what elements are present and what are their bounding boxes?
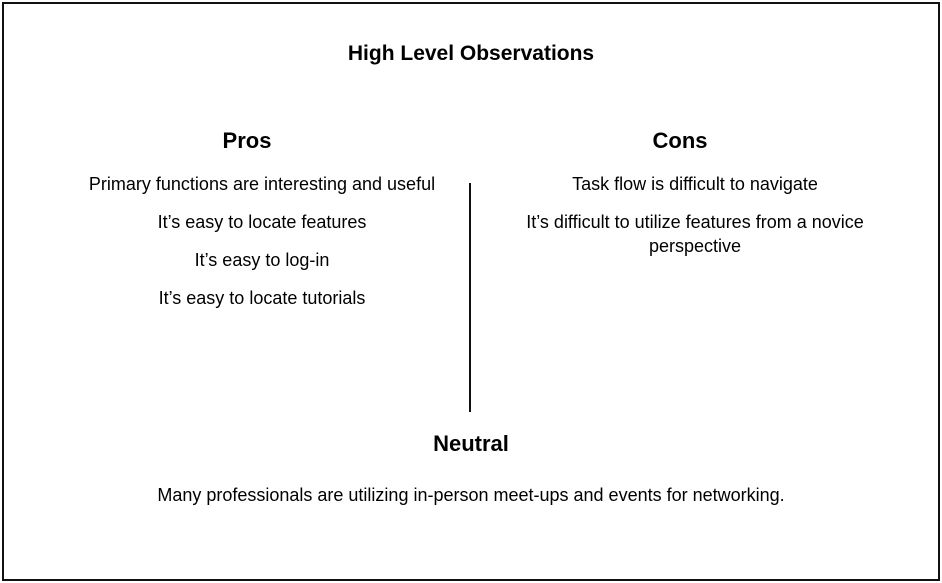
- column-divider: [469, 183, 471, 412]
- pros-list: Primary functions are interesting and us…: [58, 172, 466, 324]
- diagram-title: High Level Observations: [347, 42, 595, 65]
- cons-heading: Cons: [652, 128, 708, 153]
- pros-heading: Pros: [222, 128, 272, 153]
- neutral-text: Many professionals are utilizing in-pers…: [157, 485, 785, 505]
- pros-item: Primary functions are interesting and us…: [88, 174, 436, 194]
- pros-item: It’s easy to locate tutorials: [158, 288, 366, 308]
- cons-list: Task flow is difficult to navigate It’s …: [500, 172, 890, 272]
- pros-item: It’s easy to locate features: [157, 212, 367, 232]
- pros-item: It’s easy to log-in: [194, 250, 330, 270]
- cons-item: It’s difficult to utilize features from …: [526, 212, 864, 256]
- neutral-heading: Neutral: [433, 431, 509, 456]
- cons-item: Task flow is difficult to navigate: [572, 174, 818, 194]
